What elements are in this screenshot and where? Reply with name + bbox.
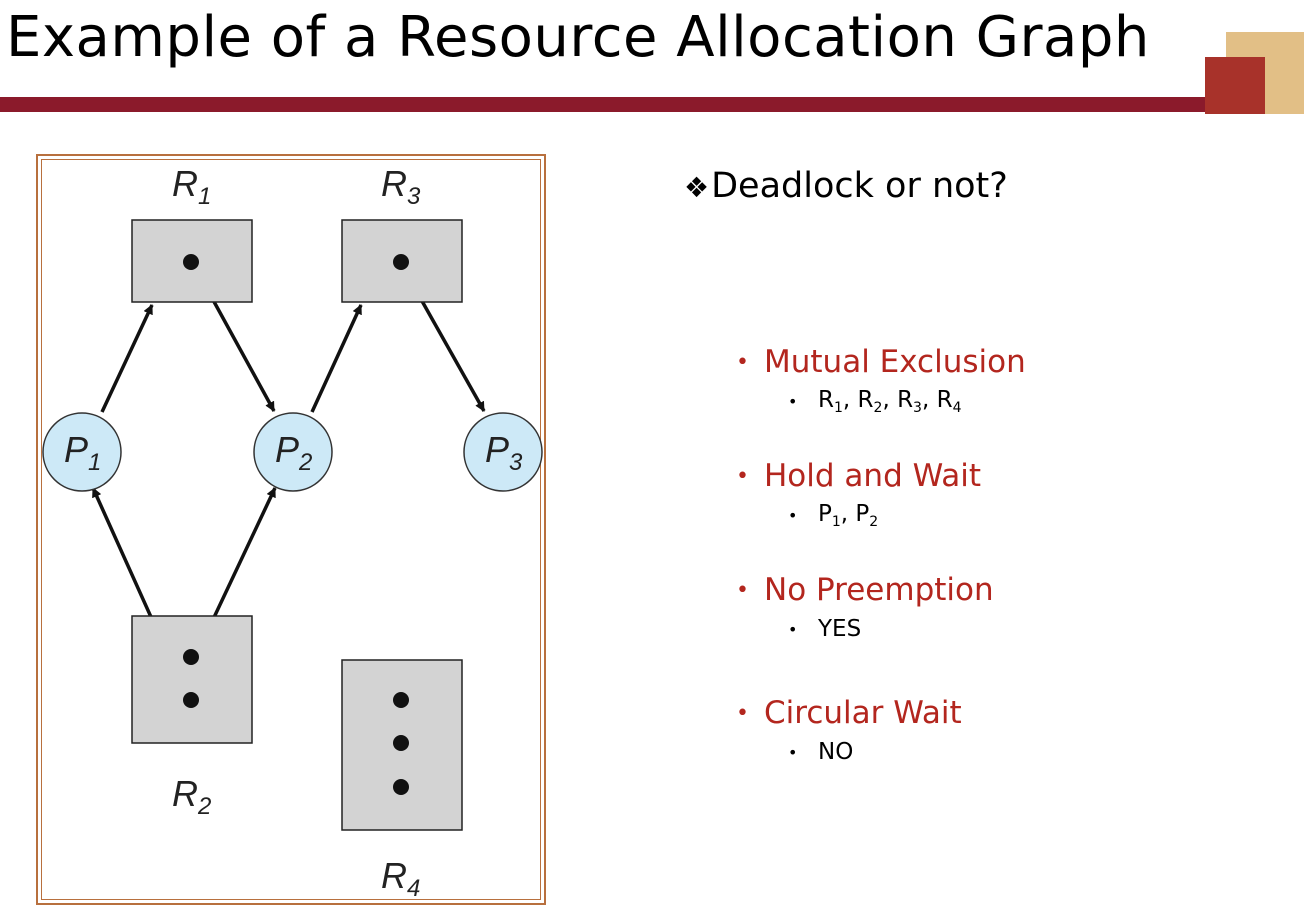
resource-instance-dot [183,692,199,708]
process-node-p3: P3 [463,412,543,492]
condition-detail-text: R1, R2, R3, R4 [818,386,962,416]
sub-bullet-icon: • [788,505,798,525]
resource-label: R2 [172,773,211,820]
bullet-icon: • [736,577,749,603]
process-label: P1 [64,429,101,476]
resource-instance-dot [183,649,199,665]
resource-instance-dot [393,692,409,708]
resource-label: R1 [172,163,211,210]
sub-bullet-icon: • [788,742,798,762]
condition-label: Mutual Exclusion [764,344,1026,380]
diamond-bullet-icon: ❖ [684,171,710,204]
bullet-icon: • [736,700,749,726]
condition-detail-text: YES [818,616,862,642]
condition-item: • Mutual Exclusion • R1, R2, R3, R4 [736,340,1026,418]
edge-p1-r1 [100,304,154,413]
sub-bullet-icon: • [788,619,798,639]
condition-detail: • YES [788,612,994,646]
bullet-icon: • [736,349,749,375]
resource-node-r1: R1 [131,163,253,303]
resource-instance-dot [183,254,199,270]
resource-node-r3: R3 [341,163,463,303]
resource-node-r4: R4 [341,659,463,902]
condition-detail: • R1, R2, R3, R4 [788,384,1026,418]
resource-instance-dot [393,254,409,270]
edge-p2-r3 [310,304,363,413]
page-title: Example of a Resource Allocation Graph [6,5,1150,70]
resource-node-r2: R2 [131,615,253,820]
resource-label: R4 [381,855,420,902]
condition-label: Circular Wait [764,695,962,731]
condition-detail-text: NO [818,739,854,765]
condition-detail: • P1, P2 [788,498,981,532]
condition-item: • Hold and Wait • P1, P2 [736,454,981,532]
bullet-icon: • [736,463,749,489]
condition-item: • Circular Wait • NO [736,691,962,769]
resource-instance-dot [393,735,409,751]
resource-label: R3 [381,163,421,210]
condition-item: • No Preemption • YES [736,568,994,646]
title-underline-bar [0,97,1210,112]
condition-detail-text: P1, P2 [818,500,879,530]
corner-decoration-front [1205,57,1265,114]
deadlock-question: ❖Deadlock or not? [684,166,1008,206]
question-text: Deadlock or not? [711,166,1008,206]
process-node-p2: P2 [253,412,333,492]
condition-label: Hold and Wait [764,458,982,494]
condition-detail: • NO [788,735,962,769]
process-node-p1: P1 [42,412,122,492]
sub-bullet-icon: • [788,391,798,411]
resource-instance-dot [393,779,409,795]
condition-label: No Preemption [764,572,994,608]
